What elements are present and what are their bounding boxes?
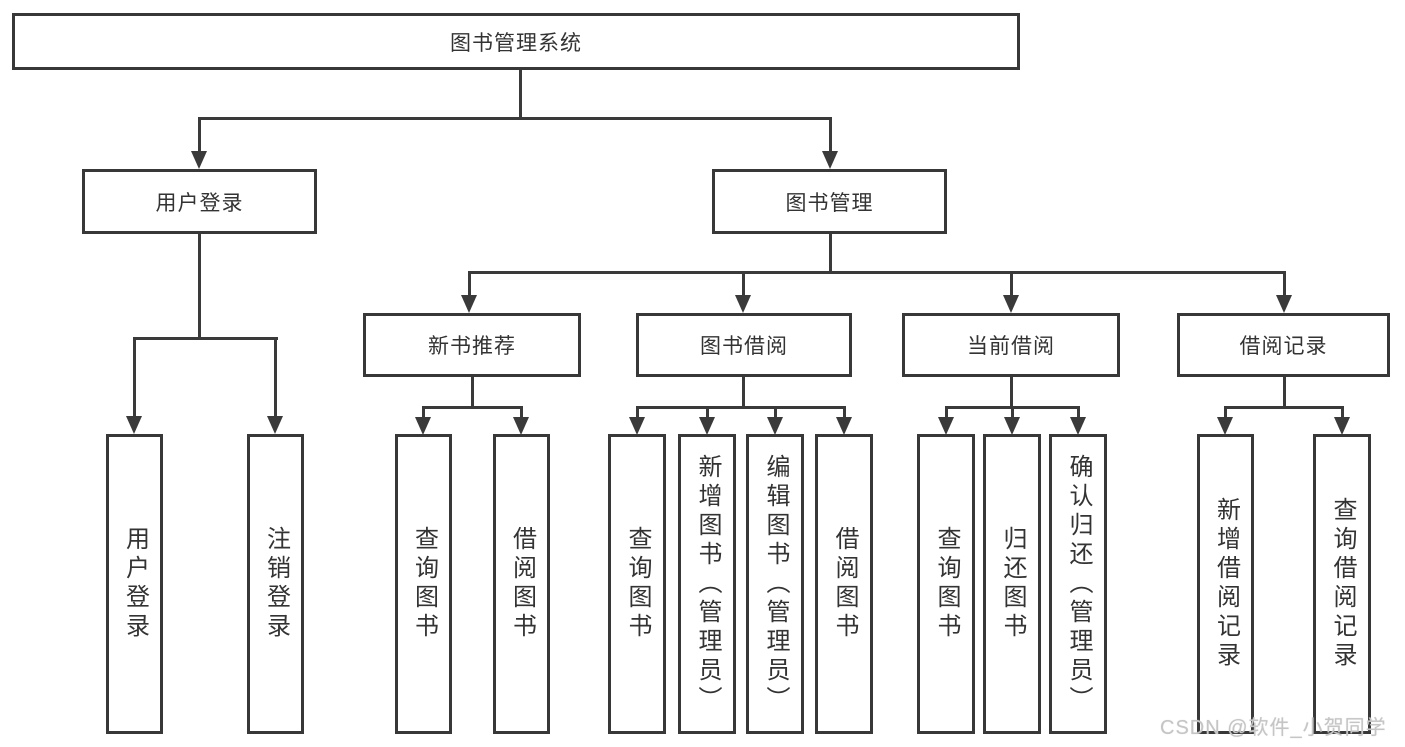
leaf-confirm-return-admin: 确认归还（管理员） [1049,434,1107,734]
node-book-management-label: 图书管理 [785,191,874,215]
arrowhead-down [1217,417,1233,435]
connector [519,70,522,117]
node-borrow-record-label: 借阅记录 [1239,335,1328,358]
node-new-book-recommend-label: 新书推荐 [428,335,516,358]
arrowhead-down [513,417,529,435]
connector [1224,406,1227,420]
leaf-add-borrow-record: 新增借阅记录 [1197,434,1254,734]
arrowhead-down [1003,295,1019,313]
arrowhead-down [1004,417,1020,435]
node-user-login-label: 用户登录 [155,191,244,215]
csdn-watermark: CSDN @软件_小贺同学 [1160,717,1387,739]
leaf-borrow-book-2-label: 借阅图书 [831,526,858,642]
leaf-confirm-return-admin-label: 确认归还（管理员） [1065,453,1092,715]
connector [274,337,277,418]
arrowhead-down [1334,417,1350,435]
leaf-user-login: 用户登录 [106,434,163,734]
leaf-query-book-3: 查询图书 [917,434,975,734]
connector [1224,406,1344,409]
connector [468,271,1286,274]
connector [198,117,832,120]
connector [422,406,523,409]
connector [1283,271,1286,297]
arrowhead-down [191,151,207,169]
connector [1010,377,1013,406]
node-borrow-record: 借阅记录 [1177,313,1390,377]
connector [471,377,474,406]
leaf-borrow-book-2: 借阅图书 [815,434,873,734]
connector [198,234,201,337]
leaf-add-book-admin: 新增图书（管理员） [678,434,736,734]
leaf-edit-book-admin-label: 编辑图书（管理员） [762,453,789,715]
connector [468,271,471,297]
connector [422,406,425,420]
node-root: 图书管理系统 [12,13,1020,70]
connector [198,117,201,154]
leaf-query-book-3-label: 查询图书 [933,526,960,642]
node-current-borrow-label: 当前借阅 [967,335,1055,358]
arrowhead-down [629,417,645,435]
leaf-query-book-2-label: 查询图书 [624,526,651,642]
arrowhead-down [415,417,431,435]
arrowhead-down [699,417,715,435]
leaf-return-book-label: 归还图书 [999,526,1026,642]
leaf-query-book-1-label: 查询图书 [410,526,438,642]
connector [636,406,846,409]
leaf-logout-label: 注销登录 [262,526,290,642]
leaf-query-borrow-record: 查询借阅记录 [1313,434,1371,734]
connector [945,406,948,420]
leaf-query-borrow-record-label: 查询借阅记录 [1329,497,1356,671]
connector [1341,406,1344,420]
arrowhead-down [938,417,954,435]
connector [843,406,846,420]
connector [133,337,278,340]
node-book-management: 图书管理 [712,169,947,234]
node-root-label: 图书管理系统 [450,31,582,55]
arrowhead-down [767,417,783,435]
arrowhead-down [1276,295,1292,313]
leaf-user-login-label: 用户登录 [121,526,149,642]
arrowhead-down [836,417,852,435]
connector [706,406,709,420]
connector [742,377,745,406]
connector [520,406,523,420]
node-new-book-recommend: 新书推荐 [363,313,581,377]
connector [829,234,832,271]
connector [133,337,136,418]
leaf-borrow-book-1: 借阅图书 [493,434,550,734]
leaf-return-book: 归还图书 [983,434,1041,734]
node-current-borrow: 当前借阅 [902,313,1120,377]
connector [1011,406,1014,420]
connector [774,406,777,420]
arrowhead-down [461,295,477,313]
connector [1077,406,1080,420]
leaf-add-borrow-record-label: 新增借阅记录 [1212,497,1240,671]
connector [1283,377,1286,406]
node-user-login: 用户登录 [82,169,317,234]
connector [742,271,745,297]
leaf-add-book-admin-label: 新增图书（管理员） [694,453,721,715]
leaf-borrow-book-1-label: 借阅图书 [508,526,536,642]
leaf-query-book-1: 查询图书 [395,434,452,734]
node-book-borrow-label: 图书借阅 [700,335,788,358]
leaf-query-book-2: 查询图书 [608,434,666,734]
arrowhead-down [267,416,283,434]
node-book-borrow: 图书借阅 [636,313,852,377]
connector [636,406,639,420]
arrowhead-down [1070,417,1086,435]
connector [829,117,832,154]
connector [1010,271,1013,297]
arrowhead-down [822,151,838,169]
arrowhead-down [126,416,142,434]
leaf-logout: 注销登录 [247,434,304,734]
leaf-edit-book-admin: 编辑图书（管理员） [746,434,804,734]
arrowhead-down [735,295,751,313]
